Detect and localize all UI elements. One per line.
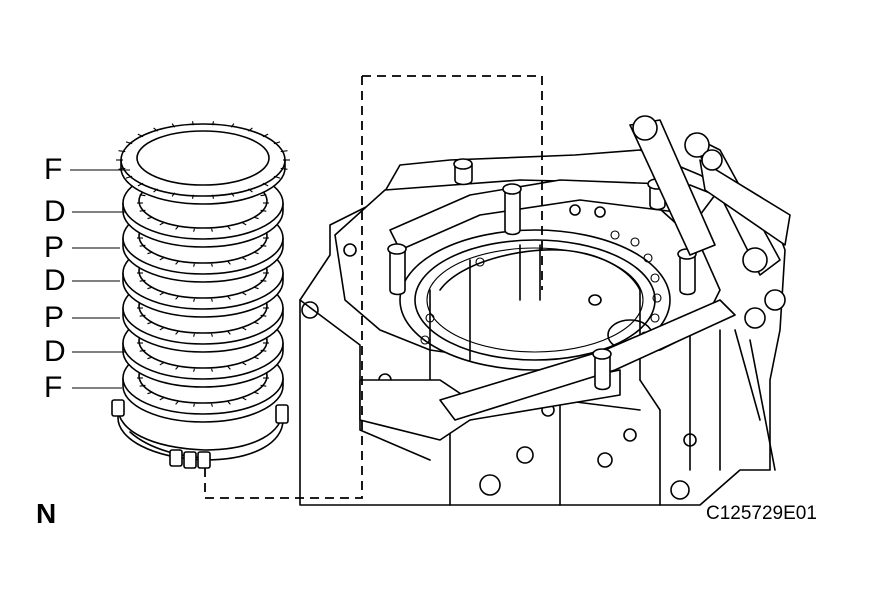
- plate-label-plate-2: P: [44, 301, 65, 334]
- plate-label-disc-1: D: [44, 195, 66, 228]
- clutch-pack: [111, 121, 290, 469]
- plate-label-plate-1: P: [44, 231, 65, 264]
- tool-bolts: [387, 158, 697, 391]
- plate-label-flange-bottom: F: [44, 371, 63, 404]
- view-label: N: [36, 498, 57, 529]
- clutch-plate: [116, 121, 290, 205]
- service-tool: [359, 115, 791, 471]
- plate-label-disc-2: D: [44, 264, 66, 297]
- figure-code: C125729E01: [706, 503, 817, 524]
- plate-label-disc-3: D: [44, 335, 66, 368]
- leader-lines: [70, 169, 130, 389]
- plate-label-flange-top: F: [44, 153, 63, 186]
- detail-frame: [204, 75, 543, 499]
